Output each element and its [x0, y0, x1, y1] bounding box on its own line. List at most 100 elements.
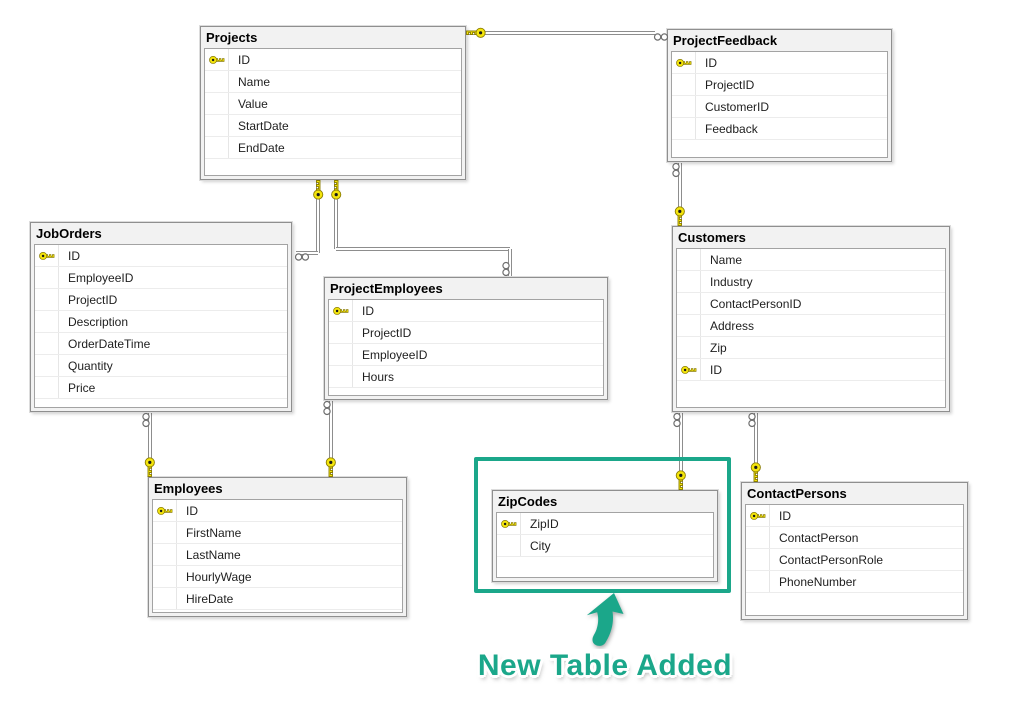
column-name: Address: [710, 318, 755, 333]
relationship-line-projects-projectfeedback[interactable]: [466, 31, 655, 35]
key-cell-empty: [153, 544, 177, 565]
table-title: ProjectEmployees: [330, 281, 443, 296]
column-row-id[interactable]: ID: [677, 359, 945, 381]
column-row-zipid[interactable]: ZipID: [497, 513, 713, 535]
column-name: ContactPersonRole: [779, 552, 884, 567]
key-cell-empty: [205, 71, 229, 92]
relationship-key-icon: [144, 457, 156, 477]
primary-key-icon: [749, 511, 766, 520]
relationship-key-icon: [675, 470, 687, 490]
relationship-line-employees-joborders[interactable]: [148, 412, 152, 477]
relationship-line-projects-projectemployees[interactable]: [336, 247, 510, 251]
key-cell-empty: [746, 571, 770, 592]
table-title: Customers: [678, 230, 746, 245]
column-row-hours[interactable]: Hours: [329, 366, 603, 388]
column-row-employeeid[interactable]: EmployeeID: [35, 267, 287, 289]
primary-key-icon: [208, 55, 225, 64]
key-cell-empty: [35, 333, 59, 354]
column-row-hourlywage[interactable]: HourlyWage: [153, 566, 402, 588]
column-name: Hours: [362, 369, 395, 384]
column-name: ProjectID: [705, 77, 755, 92]
column-row-quantity[interactable]: Quantity: [35, 355, 287, 377]
column-row-id[interactable]: ID: [35, 245, 287, 267]
column-row-value[interactable]: Value: [205, 93, 461, 115]
column-name: Feedback: [705, 121, 758, 136]
annotation-arrow-icon: [586, 593, 624, 646]
column-row-phonenumber[interactable]: PhoneNumber: [746, 571, 963, 593]
column-row-contactpersonid[interactable]: ContactPersonID: [677, 293, 945, 315]
key-cell-empty: [672, 74, 696, 95]
column-row-contactpersonrole[interactable]: ContactPersonRole: [746, 549, 963, 571]
key-cell-empty: [329, 344, 353, 365]
relationship-key-icon: [330, 180, 342, 200]
column-row-industry[interactable]: Industry: [677, 271, 945, 293]
column-name: ContactPersonID: [710, 296, 802, 311]
column-row-enddate[interactable]: EndDate: [205, 137, 461, 159]
table-title: ZipCodes: [498, 494, 558, 509]
column-row-id[interactable]: ID: [746, 505, 963, 527]
column-row-hiredate[interactable]: HireDate: [153, 588, 402, 610]
column-name: ID: [710, 362, 722, 377]
relationship-line-customers-projectfeedback[interactable]: [678, 162, 682, 226]
column-name: ID: [68, 248, 80, 263]
column-row-id[interactable]: ID: [329, 300, 603, 322]
column-row-id[interactable]: ID: [672, 52, 887, 74]
relationship-many-icon: [748, 412, 761, 428]
column-name: Name: [710, 252, 743, 267]
key-cell-empty: [205, 137, 229, 158]
column-row-zip[interactable]: Zip: [677, 337, 945, 359]
column-row-projectid[interactable]: ProjectID: [35, 289, 287, 311]
column-row-orderdatetime[interactable]: OrderDateTime: [35, 333, 287, 355]
highlight-box: [474, 457, 731, 593]
column-row-name[interactable]: Name: [205, 71, 461, 93]
relationship-key-icon: [750, 462, 762, 482]
column-row-id[interactable]: ID: [153, 500, 402, 522]
relationship-line-contactpersons-customers[interactable]: [754, 412, 758, 482]
primary-key-icon: [680, 365, 697, 374]
column-row-employeeid[interactable]: EmployeeID: [329, 344, 603, 366]
primary-key-icon: [329, 300, 353, 321]
column-row-customerid[interactable]: CustomerID: [672, 96, 887, 118]
key-cell-empty: [329, 322, 353, 343]
relationship-line-zipcodes-customers[interactable]: [679, 412, 683, 490]
key-cell-empty: [497, 535, 521, 556]
column-row-address[interactable]: Address: [677, 315, 945, 337]
relationship-line-employees-projectemployees[interactable]: [329, 400, 333, 477]
column-row-id[interactable]: ID: [205, 49, 461, 71]
column-row-city[interactable]: City: [497, 535, 713, 557]
relationship-line-projects-projectemployees[interactable]: [334, 180, 338, 249]
column-row-name[interactable]: Name: [677, 249, 945, 271]
column-name: Quantity: [68, 358, 113, 373]
relationship-many-icon: [294, 249, 310, 261]
key-cell-empty: [746, 549, 770, 570]
column-row-projectid[interactable]: ProjectID: [329, 322, 603, 344]
relationship-key-icon: [325, 457, 337, 477]
column-row-projectid[interactable]: ProjectID: [672, 74, 887, 96]
column-row-description[interactable]: Description: [35, 311, 287, 333]
key-cell-empty: [35, 267, 59, 288]
column-row-contactperson[interactable]: ContactPerson: [746, 527, 963, 549]
table-title: JobOrders: [36, 226, 102, 241]
column-row-startdate[interactable]: StartDate: [205, 115, 461, 137]
relationship-line-projects-joborders[interactable]: [316, 180, 320, 253]
column-row-price[interactable]: Price: [35, 377, 287, 399]
column-row-lastname[interactable]: LastName: [153, 544, 402, 566]
primary-key-icon: [156, 506, 173, 515]
column-name: ContactPerson: [779, 530, 859, 545]
column-row-feedback[interactable]: Feedback: [672, 118, 887, 140]
column-row-firstname[interactable]: FirstName: [153, 522, 402, 544]
column-name: LastName: [186, 547, 241, 562]
key-cell-empty: [205, 93, 229, 114]
